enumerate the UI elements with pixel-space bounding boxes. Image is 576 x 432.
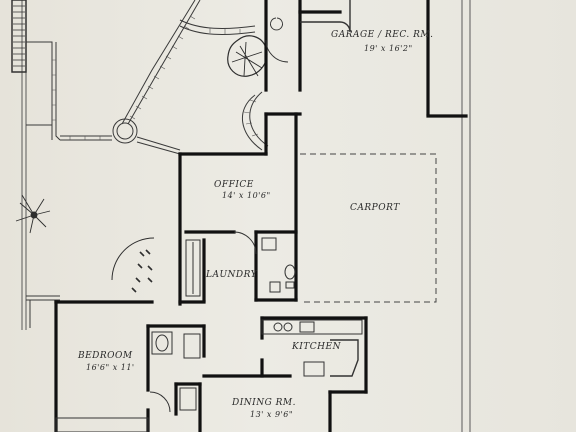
room-label-dining: DINING RM.: [232, 398, 296, 408]
drawing-border: [21, 0, 471, 432]
room-label-bedroom: BEDROOM: [78, 351, 133, 361]
left-wall-hatch: [11, 0, 27, 73]
room-dims-bedroom: 16'6" x 11': [86, 363, 135, 372]
brick-texture: [52, 15, 259, 140]
room-label-kitchen: KITCHEN: [292, 342, 341, 352]
room-label-garage: GARAGE / REC. RM.: [331, 30, 434, 40]
room-dims-office: 14' x 10'6": [222, 191, 271, 200]
door-swings: [233, 0, 351, 255]
garden-walls: [26, 0, 269, 328]
walls: [54, 0, 468, 432]
room-label-carport: CARPORT: [350, 203, 400, 213]
carport-outline: [300, 153, 437, 303]
room-label-office: OFFICE: [214, 180, 254, 190]
fixtures: [55, 237, 363, 432]
room-dims-dining: 13' x 9'6": [250, 410, 294, 419]
plant-symbols: [15, 35, 268, 293]
room-label-laundry: LAUNDRY: [206, 270, 258, 280]
room-dims-garage: 19' x 16'2": [364, 44, 413, 53]
